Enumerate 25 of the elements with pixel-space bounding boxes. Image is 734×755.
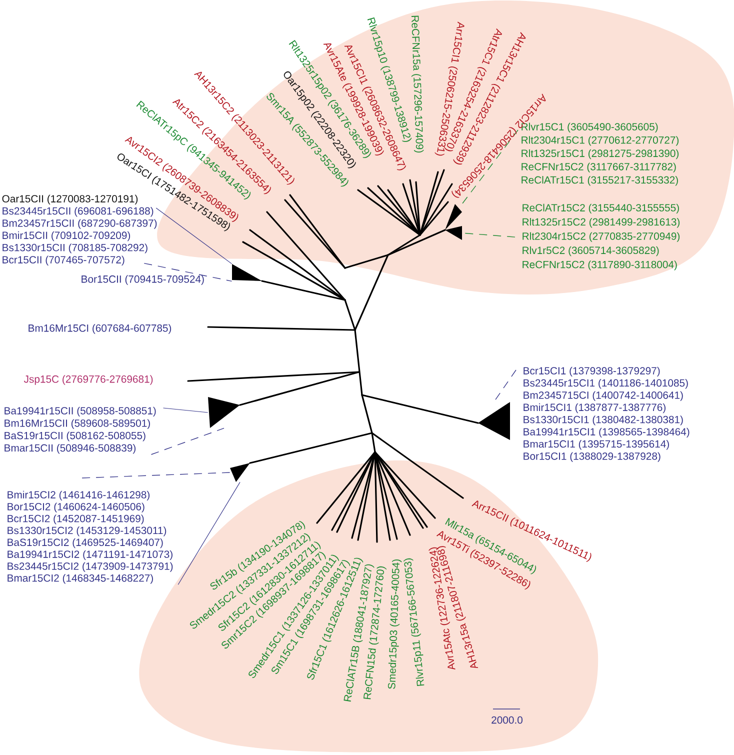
taxon-list: Bmir15CI2 (1461416-1461298) Bor15CI2 (1460624-1460506) Bcr15CI2 (1452087-1451969) Bs1330r15CI2 (1453129-1453011) BaS19r15CI2 (1469525-1469407) Ba19941r15CI2 (1471191-1471073) Bs23445r15CI2 (1473909-1473791) Bmar15CI2 (1468345-1468227) — [8, 490, 173, 584]
taxon-label: Rlvr15p11 (567166-567053) — [404, 558, 424, 686]
collapsed-clade — [208, 397, 240, 428]
leader-line — [178, 482, 240, 585]
collapsed-clade — [232, 264, 262, 281]
leader-line — [144, 262, 232, 282]
taxon-label: Smedr15p03 (40165-40054) — [388, 559, 402, 689]
taxon-list: ReClATr15C2 (3155440-3155555) Rlt1325r15C2 (2981499-2981613) Rlt2304r15C2 (2770835-2770949) Rlv1r5C2 (3605714-3605829) ReCFNr15C2 (3117890-3118004) — [522, 204, 680, 270]
taxon-label: ReCFNr15a (157296-157409) — [411, 16, 424, 153]
scale-label: 2000.0 — [492, 716, 522, 724]
taxon-label: Bm16Mr15CI (607684-607785) — [28, 324, 172, 334]
leader-line — [494, 370, 516, 402]
taxon-list: Ba19941r15CII (508958-508851) Bm16Mr15CII (589608-589501) BaS19r15CII (508162-508055) Bmar15CII (508946-508839) — [4, 406, 156, 454]
leader-line — [462, 130, 518, 204]
collapsed-clade — [445, 204, 462, 230]
leader-line — [82, 472, 230, 478]
collapsed-clade — [445, 226, 462, 240]
leader-line — [150, 428, 224, 455]
taxon-list: Bcr15CI1 (1379398-1379297) Bs23445r15CI1 (1401186-1401085) Bm2345715CI (1400742-1400641) Bmir15CI1 (1387877-1387776) Bs1330r15CI1 (1380482-1380381) Ba19941r15CI1 (1398565-1398464) Bmar15CI1 (1395715-1395614) Bor15CI1 (1388029-1387928) — [524, 366, 690, 462]
collapsed-clade — [478, 402, 510, 440]
taxon-label: Bor15CII (709415-709524) — [82, 275, 204, 285]
taxon-label: Jsp15C (2769776-2769681) — [24, 375, 153, 385]
leader-line — [156, 208, 232, 264]
leader-line — [162, 408, 208, 413]
collapsed-clade — [230, 463, 250, 482]
